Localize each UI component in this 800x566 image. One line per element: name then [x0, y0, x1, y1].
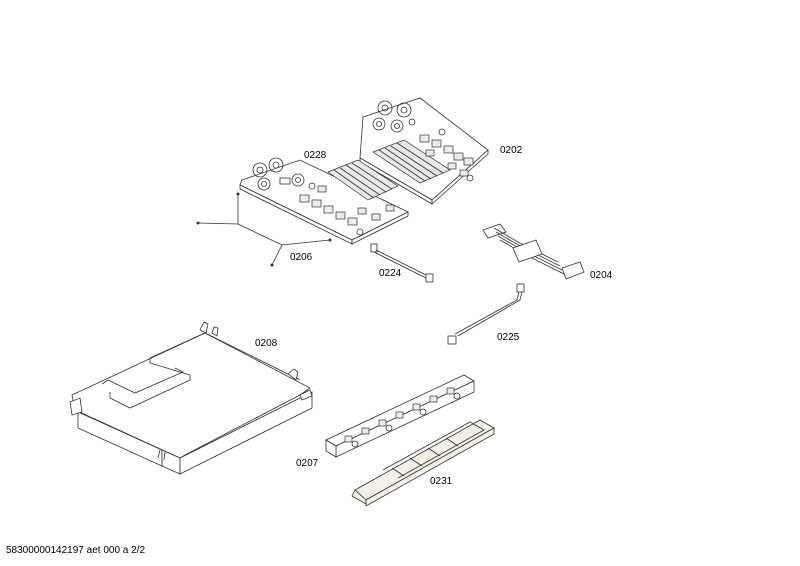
label-0231: 0231 [430, 476, 453, 487]
document-id: 58300000142197 aet 000 a 2/2 [6, 545, 146, 556]
housing-tray-0208[interactable] [69, 321, 313, 475]
cable-0225[interactable] [447, 283, 525, 345]
label-0207: 0207 [296, 458, 319, 469]
ribbon-cable-0204[interactable] [482, 223, 585, 280]
pcb-0228[interactable] [239, 157, 409, 245]
cover-strip-0231[interactable] [351, 419, 495, 507]
label-0206: 0206 [290, 252, 313, 263]
label-0224: 0224 [379, 268, 402, 279]
label-0204: 0204 [590, 270, 613, 281]
pcb-0202[interactable] [359, 97, 489, 205]
label-0225: 0225 [497, 332, 520, 343]
label-0202: 0202 [500, 145, 523, 156]
label-0228: 0228 [304, 150, 327, 161]
cable-0224[interactable] [370, 243, 434, 283]
label-0208: 0208 [255, 338, 278, 349]
screw-set-0206[interactable] [196, 192, 332, 267]
control-board-0207[interactable] [325, 374, 475, 458]
